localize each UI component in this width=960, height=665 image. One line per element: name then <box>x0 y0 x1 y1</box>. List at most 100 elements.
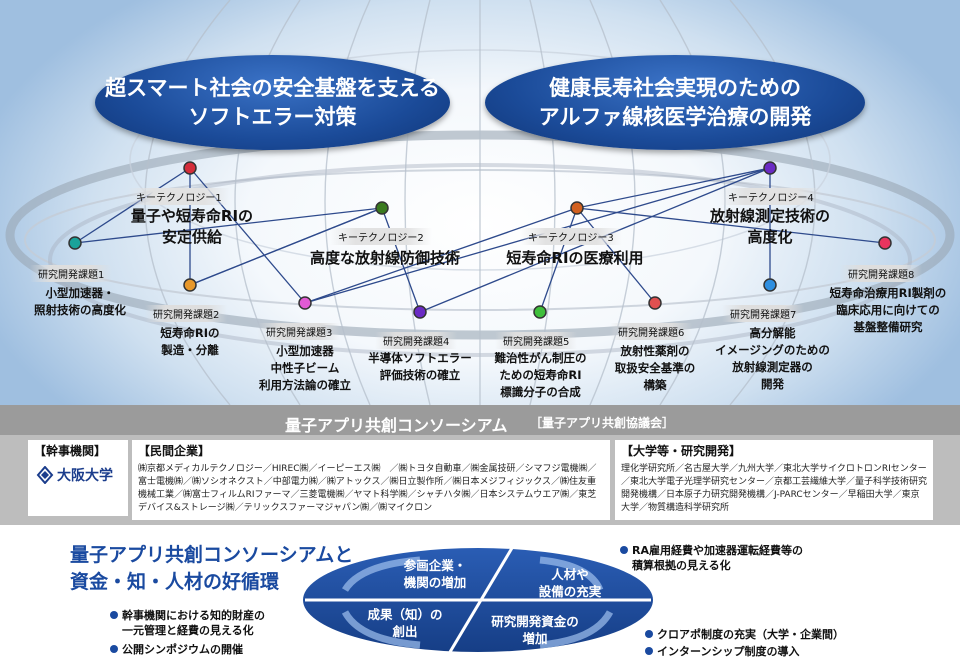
node-rt2 <box>183 278 197 292</box>
rt4-line1: 半導体ソフトエラー <box>368 351 472 365</box>
cycle-title-line1: 量子アプリ共創コンソーシアムと <box>70 544 354 566</box>
cycle-title: 量子アプリ共創コンソーシアムと 資金・知・人材の好循環 <box>70 542 353 596</box>
qtl-line2: 機関の増加 <box>403 575 467 590</box>
header-right-line1: 健康長寿社会実現のための <box>549 75 801 100</box>
lead-box: 【幹事機関】 大阪大学 <box>28 440 128 516</box>
kt2-title: 高度な放射線防御技術 <box>295 248 475 269</box>
kt1-title: 量子や短寿命RIの 安定供給 <box>122 206 262 248</box>
node-rt1 <box>68 236 82 250</box>
bullet-dot-icon <box>620 546 628 554</box>
academia-head: 【大学等・研究開発】 <box>621 444 742 458</box>
rt1-line1: 小型加速器・ <box>45 286 115 300</box>
osaka-emblem-icon <box>36 466 54 484</box>
header-right-line2: アルファ線核医学治療の開発 <box>538 104 812 129</box>
rt3-line2: 中性子ビーム <box>270 361 340 375</box>
quadrant-top-left: 参画企業・ 機関の増加 <box>380 557 490 591</box>
rt5-line1: 難治性がん制圧の <box>494 351 587 365</box>
kt4-title-line2: 高度化 <box>747 228 793 246</box>
globe-background: 超スマート社会の安全基盤を支える ソフトエラー対策 健康長寿社会実現のための ア… <box>0 0 960 405</box>
node-rt4 <box>413 305 427 319</box>
rt8-line1: 短寿命治療用RI製剤の <box>829 286 947 300</box>
academia-text: 理化学研究所／名古屋大学／九州大学／東北大学サイクロトロンRIセンター／東北大学… <box>621 464 928 513</box>
cycle-title-line2: 資金・知・人材の好循環 <box>70 571 280 593</box>
bl1-line2: 一元管理と経費の見える化 <box>122 624 254 637</box>
rt2-line2: 製造・分離 <box>161 343 219 357</box>
private-box: 【民間企業】 ㈱京都メディカルテクノロジー／HIREC㈱／イーピーエス㈱ ／㈱ト… <box>132 440 610 520</box>
quadrant-top-right: 人材や 設備の充実 <box>515 566 625 600</box>
bullet-right-bottom-2: インターンシップ制度の導入 <box>645 644 799 659</box>
bullet-left-2: 公開シンポジウムの開催 <box>110 642 243 657</box>
academia-box: 【大学等・研究開発】 理化学研究所／名古屋大学／九州大学／東北大学サイクロトロン… <box>615 440 933 520</box>
rt1-line2: 照射技術の高度化 <box>34 303 126 317</box>
bullet-dot-icon <box>645 630 653 638</box>
rt1-title: 小型加速器・ 照射技術の高度化 <box>10 285 150 319</box>
rt4-line2: 評価技術の確立 <box>379 368 461 382</box>
rt7-label: 研究開発課題7 <box>722 305 805 322</box>
node-rt6 <box>648 296 662 310</box>
rt7-line1: 高分解能 <box>749 326 796 340</box>
rt7-line4: 開発 <box>761 377 784 391</box>
rt6-line2: 取扱安全基準の <box>614 361 696 375</box>
rt8-title: 短寿命治療用RI製剤の 臨床応用に向けての 基盤整備研究 <box>818 285 958 336</box>
bullet-right-top-1: RA雇用経費や加速器運転経費等の 積算根拠の見える化 <box>620 543 803 573</box>
rt3-line3: 利用方法論の確立 <box>259 378 351 392</box>
qbr-line2: 増加 <box>522 631 548 646</box>
bullet-dot-icon <box>110 611 118 619</box>
kt4-title-line1: 放射線測定技術の <box>709 207 830 225</box>
qtr-line1: 人材や <box>551 567 589 582</box>
bullet-left-1: 幹事機関における知的財産の 一元管理と経費の見える化 <box>110 608 265 638</box>
consortium-title: 量子アプリ共創コンソーシアム <box>285 416 508 435</box>
rt2-line1: 短寿命RIの <box>160 326 220 340</box>
rt6-label: 研究開発課題6 <box>610 323 693 340</box>
kt4-label: キーテクノロジー4 <box>720 188 822 205</box>
bl1-line1: 幹事機関における知的財産の <box>122 609 265 622</box>
header-left-line2: ソフトエラー対策 <box>188 104 357 129</box>
qtr-line2: 設備の充実 <box>538 584 602 599</box>
bullet-right-bottom-1: クロアポ制度の充実（大学・企業間） <box>645 627 844 642</box>
rt3-line1: 小型加速器 <box>276 344 334 358</box>
kt1-title-line1: 量子や短寿命RIの <box>130 207 254 225</box>
node-rt5 <box>533 305 547 319</box>
bl2-line1: 公開シンポジウムの開催 <box>122 643 243 656</box>
consortium-subtitle: ［量子アプリ共創協議会］ <box>530 416 675 430</box>
node-kt2 <box>375 201 389 215</box>
lead-head: 【幹事機関】 <box>34 444 107 458</box>
rt4-title: 半導体ソフトエラー 評価技術の確立 <box>360 350 480 384</box>
node-kt3 <box>570 201 584 215</box>
header-left-line1: 超スマート社会の安全基盤を支える <box>105 75 440 100</box>
rt6-title: 放射性薬剤の 取扱安全基準の 構築 <box>600 343 710 394</box>
lead-org: 大阪大学 <box>57 468 113 484</box>
header-oval-left: 超スマート社会の安全基盤を支える ソフトエラー対策 <box>95 55 450 150</box>
qbr-line1: 研究開発資金の <box>491 614 579 629</box>
rt1-label: 研究開発課題1 <box>30 265 113 282</box>
rt6-line3: 構築 <box>643 378 667 392</box>
rt7-title: 高分解能 イメージングのための 放射線測定器の 開発 <box>700 325 845 393</box>
kt3-title-line1: 短寿命RIの医療利用 <box>506 249 644 267</box>
kt2-title-line1: 高度な放射線防御技術 <box>309 249 460 267</box>
kt3-title: 短寿命RIの医療利用 <box>490 248 660 269</box>
rt7-line3: 放射線測定器の <box>732 360 813 374</box>
osaka-logo: 大阪大学 <box>28 461 128 489</box>
rt5-title: 難治性がん制圧の ための短寿命RI 標識分子の合成 <box>478 350 603 401</box>
nodes <box>68 161 892 319</box>
node-rt8 <box>878 236 892 250</box>
brt1-line2: 積算根拠の見える化 <box>632 559 731 572</box>
node-kt4 <box>763 161 777 175</box>
rt6-line1: 放射性薬剤の <box>620 344 690 358</box>
rt5-line2: ための短寿命RI <box>499 368 582 382</box>
rt7-line2: イメージングのための <box>715 343 830 357</box>
qbl-line1: 成果（知）の <box>367 607 443 622</box>
rt8-line2: 臨床応用に向けての <box>836 303 940 317</box>
bullet-dot-icon <box>645 647 653 655</box>
rt8-line3: 基盤整備研究 <box>853 320 923 334</box>
node-kt1 <box>183 161 197 175</box>
bullet-dot-icon <box>110 645 118 653</box>
quadrant-bottom-left: 成果（知）の 創出 <box>350 606 460 640</box>
rt3-label: 研究開発課題3 <box>258 323 341 340</box>
kt1-label: キーテクノロジー1 <box>128 188 230 205</box>
rt4-label: 研究開発課題4 <box>375 332 458 349</box>
consortium-band <box>0 405 960 435</box>
private-head: 【民間企業】 <box>138 444 211 458</box>
kt2-label: キーテクノロジー2 <box>330 228 432 245</box>
